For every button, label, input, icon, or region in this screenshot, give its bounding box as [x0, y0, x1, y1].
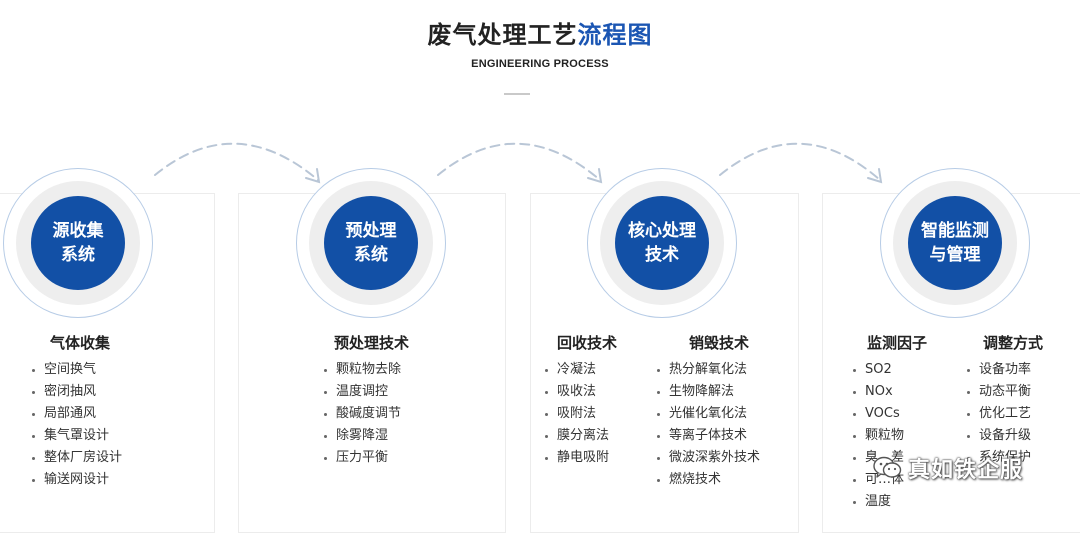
stage-name-line1: 核心处理	[628, 221, 696, 241]
list-item: 输送网设计	[30, 469, 122, 491]
arrowhead-2	[587, 168, 603, 184]
list-item: 微波深紫外技术	[655, 447, 760, 469]
list-item: SO2	[851, 359, 927, 381]
arrowhead-3	[867, 168, 883, 184]
list-item: NOx	[851, 381, 927, 403]
list-item: 静电吸附	[543, 447, 617, 469]
list-item: 膜分离法	[543, 425, 617, 447]
stage-circle-4: 智能监测 与管理	[880, 168, 1030, 318]
stage-4-column-factors: 监测因子 SO2 NOx VOCs 颗粒物 臭…差 可…体 温度	[851, 333, 927, 513]
circle-core: 源收集 系统	[31, 196, 125, 290]
header-divider	[504, 93, 530, 95]
item-list: 空间换气 密闭抽风 局部通风 集气罩设计 整体厂房设计 输送网设计	[30, 359, 122, 491]
page-header: 废气处理工艺流程图 ENGINEERING PROCESS	[0, 18, 1080, 70]
column-title: 回收技术	[557, 334, 618, 352]
list-item: 系统保护	[965, 447, 1043, 469]
list-item: 酸碱度调节	[322, 403, 409, 425]
circle-core: 智能监测 与管理	[908, 196, 1002, 290]
wechat-icon	[872, 455, 902, 481]
stage-3-column-destruction: 销毁技术 热分解氧化法 生物降解法 光催化氧化法 等离子体技术 微波深紫外技术 …	[655, 333, 760, 491]
list-item: 集气罩设计	[30, 425, 122, 447]
arrowhead-1	[305, 168, 321, 184]
list-item: 冷凝法	[543, 359, 617, 381]
circle-core: 预处理 系统	[324, 196, 418, 290]
column-title: 气体收集	[50, 334, 111, 352]
list-item: 设备功率	[965, 359, 1043, 381]
stage-name-line1: 智能监测	[921, 221, 989, 241]
flow-arrow-2	[437, 142, 601, 181]
circle-core: 核心处理 技术	[615, 196, 709, 290]
list-item: 动态平衡	[965, 381, 1043, 403]
list-item: 局部通风	[30, 403, 122, 425]
item-list: 冷凝法 吸收法 吸附法 膜分离法 静电吸附	[543, 359, 617, 469]
list-item: 燃烧技术	[655, 469, 760, 491]
stage-circle-1: 源收集 系统	[3, 168, 153, 318]
column-title: 销毁技术	[689, 334, 750, 352]
stage-1-column: 气体收集 空间换气 密闭抽风 局部通风 集气罩设计 整体厂房设计 输送网设计	[30, 333, 122, 491]
list-item: 热分解氧化法	[655, 359, 760, 381]
list-item: 整体厂房设计	[30, 447, 122, 469]
item-list: 热分解氧化法 生物降解法 光催化氧化法 等离子体技术 微波深紫外技术 燃烧技术	[655, 359, 760, 491]
column-title: 预处理技术	[334, 334, 410, 352]
list-item: 等离子体技术	[655, 425, 760, 447]
title-main: 废气处理工艺	[427, 21, 578, 49]
column-title: 调整方式	[983, 334, 1044, 352]
flow-arrow-1	[154, 142, 319, 181]
list-item: 吸附法	[543, 403, 617, 425]
item-list: SO2 NOx VOCs 颗粒物 臭…差 可…体 温度	[851, 359, 927, 513]
stage-2-column: 预处理技术 颗粒物去除 温度调控 酸碱度调节 除雾降湿 压力平衡	[322, 333, 409, 469]
stage-name-line2: 技术	[645, 245, 679, 265]
list-item: 密闭抽风	[30, 381, 122, 403]
list-item: 颗粒物去除	[322, 359, 409, 381]
list-item: 空间换气	[30, 359, 122, 381]
page-subtitle: ENGINEERING PROCESS	[471, 58, 609, 70]
item-list: 设备功率 动态平衡 优化工艺 设备升级 系统保护	[965, 359, 1043, 469]
stage-circle-3: 核心处理 技术	[587, 168, 737, 318]
stage-4-column-adjust: 调整方式 设备功率 动态平衡 优化工艺 设备升级 系统保护	[965, 333, 1043, 469]
column-title: 监测因子	[867, 334, 928, 352]
page-title: 废气处理工艺流程图	[428, 18, 653, 52]
watermark: 真如铁企服	[872, 452, 1023, 484]
stage-name-line1: 预处理	[345, 221, 397, 241]
list-item: 压力平衡	[322, 447, 409, 469]
title-accent: 流程图	[577, 21, 653, 49]
list-item: 除雾降湿	[322, 425, 409, 447]
stage-circle-2: 预处理 系统	[296, 168, 446, 318]
item-list: 颗粒物去除 温度调控 酸碱度调节 除雾降湿 压力平衡	[322, 359, 409, 469]
stage-3-column-recovery: 回收技术 冷凝法 吸收法 吸附法 膜分离法 静电吸附	[543, 333, 617, 469]
list-item: 光催化氧化法	[655, 403, 760, 425]
list-item: 温度	[851, 491, 927, 513]
list-item: 设备升级	[965, 425, 1043, 447]
flow-arrow-3	[719, 142, 881, 181]
list-item: 温度调控	[322, 381, 409, 403]
list-item: 优化工艺	[965, 403, 1043, 425]
stage-name-line2: 系统	[354, 245, 388, 265]
list-item: 颗粒物	[851, 425, 927, 447]
stage-name-line2: 系统	[61, 245, 95, 265]
list-item: 生物降解法	[655, 381, 760, 403]
stage-name-line2: 与管理	[929, 245, 981, 265]
stage-name-line1: 源收集	[52, 221, 104, 241]
watermark-text: 真如铁企服	[908, 458, 1024, 483]
list-item: VOCs	[851, 403, 927, 425]
list-item: 吸收法	[543, 381, 617, 403]
